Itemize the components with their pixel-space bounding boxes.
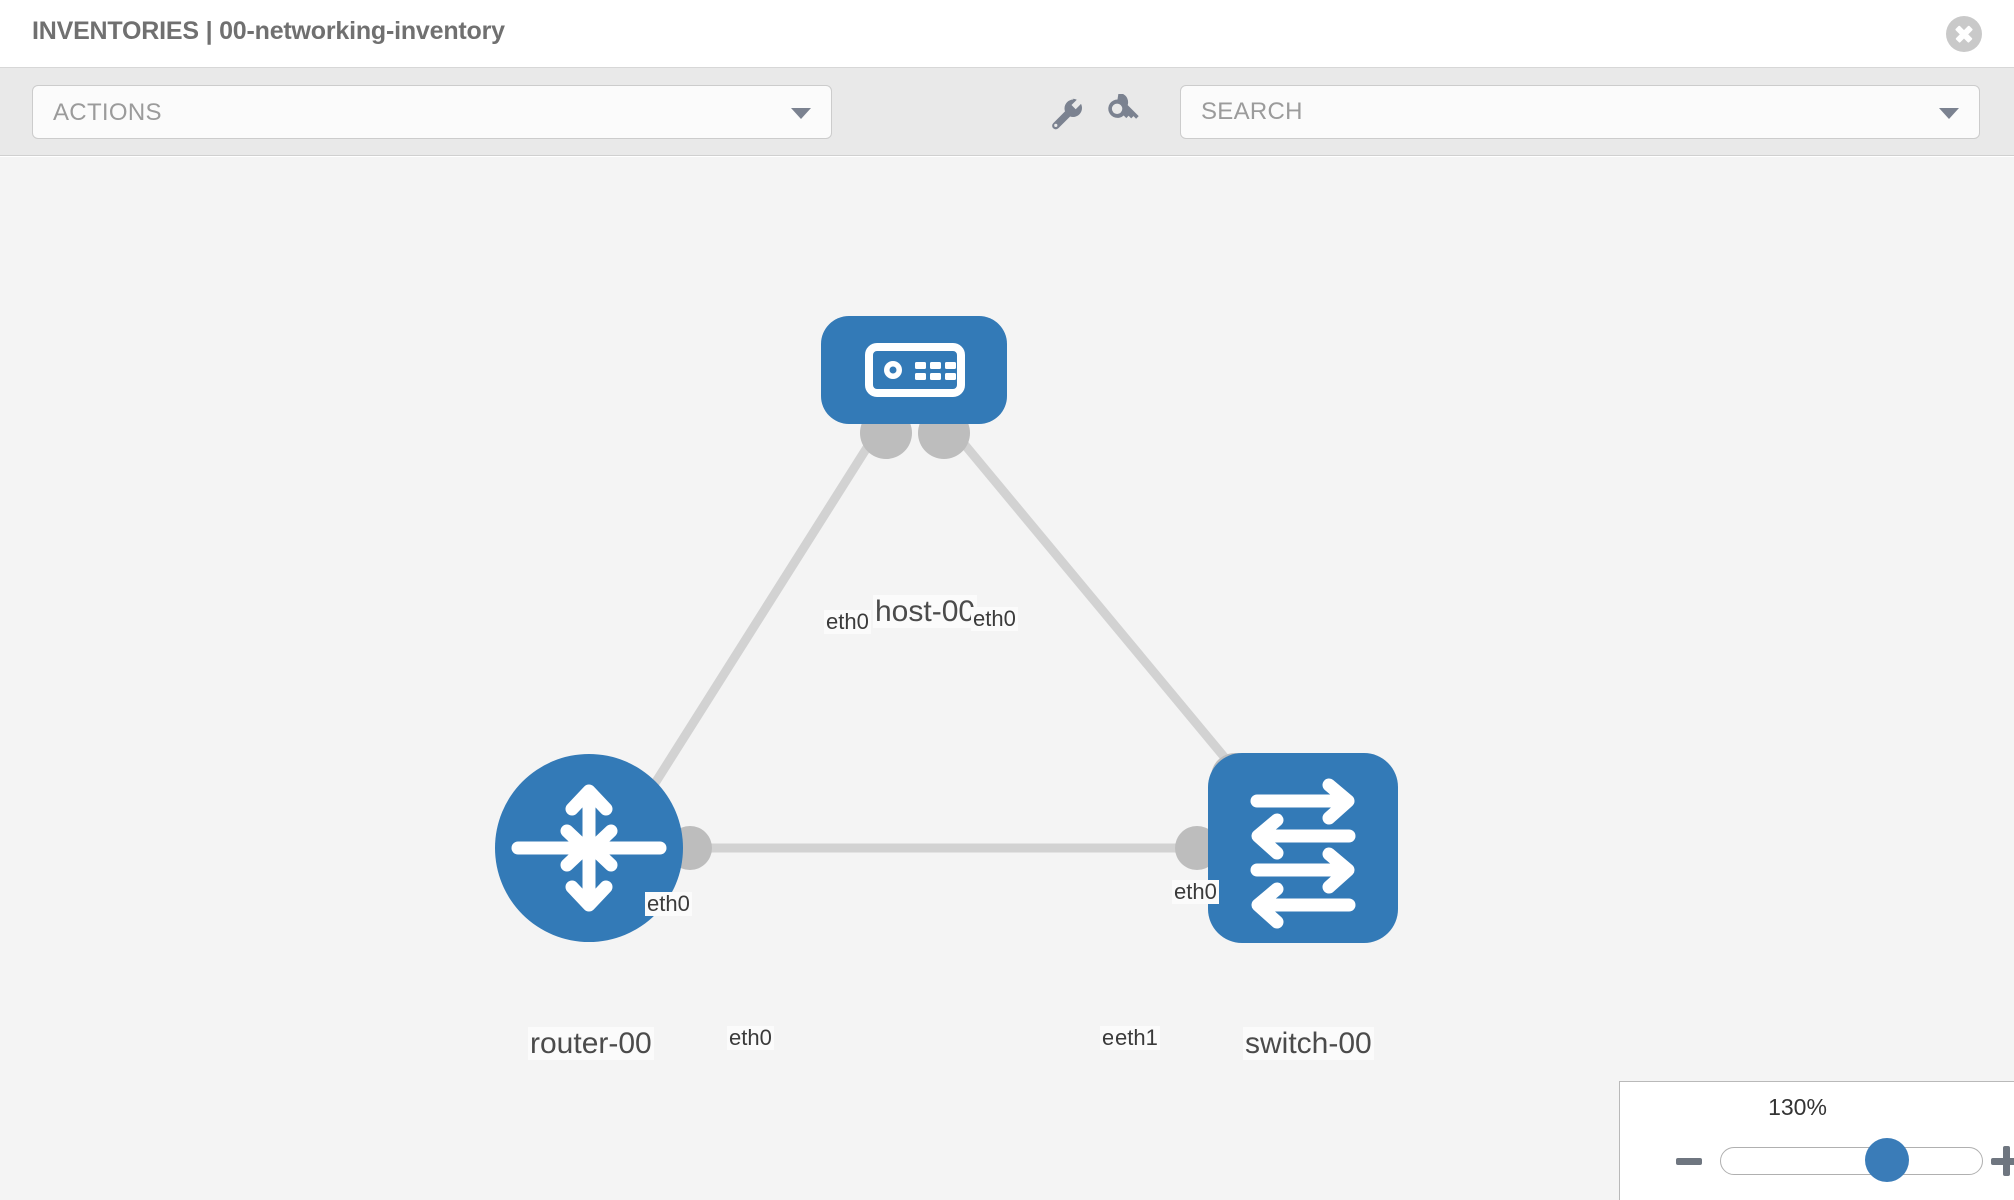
node-host-00 (821, 316, 1007, 424)
zoom-slider-track[interactable] (1720, 1147, 1983, 1175)
wrench-icon[interactable] (1046, 94, 1086, 134)
search-field[interactable] (1180, 85, 1980, 139)
edge-label-switch00-eth1-front: eth1 (1113, 1025, 1160, 1051)
page-header: INVENTORIES | 00-networking-inventory (0, 0, 2014, 68)
edge-label-switch00-eth0-up: eth0 (1172, 879, 1219, 905)
node-router-00 (495, 754, 683, 942)
actions-dropdown-label: ACTIONS (53, 99, 162, 126)
server-icon (865, 343, 965, 397)
router-arrows-icon (511, 784, 667, 912)
edge-host00-router00 (635, 422, 885, 812)
key-icon[interactable] (1102, 94, 1142, 134)
breadcrumb: INVENTORIES | 00-networking-inventory (32, 17, 505, 45)
zoom-slider-thumb[interactable] (1864, 1138, 1909, 1182)
topology-canvas[interactable]: eth0 host-00 eth0 eth0 eth0 eth0 eth0 et… (0, 157, 2014, 1200)
zoom-level-label: 130% (1768, 1094, 1827, 1120)
topology-endpoints (668, 407, 1259, 870)
close-icon[interactable] (1946, 16, 1982, 52)
actions-dropdown[interactable]: ACTIONS (32, 85, 832, 139)
chevron-down-icon (791, 108, 811, 119)
edge-label-router00-eth0-right: eth0 (727, 1025, 774, 1051)
node-label-host-00: host-00 (873, 595, 978, 628)
search-input[interactable] (1181, 86, 1921, 138)
edge-label-host00-eth0-right: eth0 (971, 606, 1018, 632)
toolbar: ACTIONS (0, 68, 2014, 156)
server-icon-vents (915, 362, 956, 380)
zoom-out-button[interactable] (1676, 1158, 1702, 1165)
switch-arrows-icon (1250, 778, 1356, 929)
node-label-router-00: router-00 (528, 1027, 654, 1060)
topology-edges (635, 422, 1250, 853)
topology-graph[interactable] (0, 157, 2014, 1200)
edge-label-router00-eth0-up: eth0 (645, 891, 692, 917)
chevron-down-icon[interactable] (1939, 108, 1959, 119)
edge-label-host00-eth0-left: eth0 (824, 609, 871, 635)
node-switch-00 (1208, 753, 1398, 943)
node-label-switch-00: switch-00 (1243, 1027, 1374, 1060)
edge-host00-switch00 (945, 422, 1250, 787)
zoom-control-panel: 130% (1619, 1081, 2014, 1200)
zoom-in-button[interactable] (1991, 1146, 2014, 1176)
